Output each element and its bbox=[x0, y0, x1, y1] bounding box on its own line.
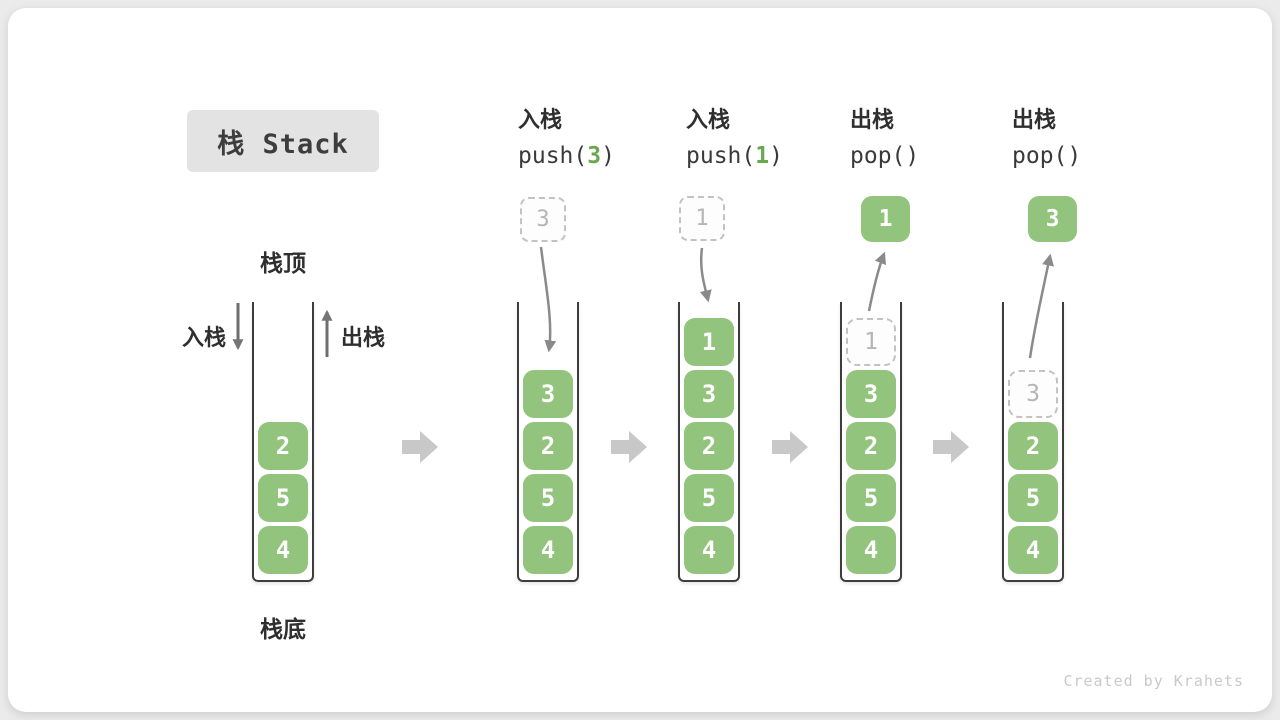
watermark-credit: Created by Krahets bbox=[1063, 672, 1244, 690]
stack-element: 4 bbox=[684, 526, 734, 574]
op-arg: 1 bbox=[755, 143, 770, 169]
stack-element: 4 bbox=[523, 526, 573, 574]
op-label: 出栈 bbox=[1012, 108, 1057, 133]
stack-element: 2 bbox=[523, 422, 573, 470]
stack-element: 5 bbox=[684, 474, 734, 522]
incoming-value-box: 1 bbox=[679, 196, 725, 241]
stack-element: 3 bbox=[523, 370, 573, 418]
step-header-pop-3: 出栈 pop() bbox=[1012, 106, 1162, 171]
op-code: pop() bbox=[850, 143, 920, 169]
stack-element: 5 bbox=[523, 474, 573, 522]
title-badge: 栈 Stack bbox=[187, 110, 379, 172]
stack-element: 4 bbox=[1008, 526, 1058, 574]
stack-top-label: 栈顶 bbox=[260, 251, 306, 277]
stack-container-push-3 bbox=[517, 302, 579, 582]
stack-element: 5 bbox=[1008, 474, 1058, 522]
op-arg: 3 bbox=[587, 143, 602, 169]
stack-element: 2 bbox=[1008, 422, 1058, 470]
step-header-pop-1: 出栈 pop() bbox=[850, 106, 1000, 171]
op-label: 入栈 bbox=[686, 108, 731, 133]
stack-container-pop-1 bbox=[840, 302, 902, 582]
stack-container-push-1 bbox=[678, 302, 740, 582]
stack-element: 5 bbox=[846, 474, 896, 522]
stack-element: 3 bbox=[846, 370, 896, 418]
stack-element: 5 bbox=[258, 474, 308, 522]
stack-element: 3 bbox=[684, 370, 734, 418]
op-code: pop() bbox=[1012, 143, 1082, 169]
popped-value-box: 1 bbox=[861, 196, 910, 242]
stack-element: 1 bbox=[684, 318, 734, 366]
stack-bottom-label: 栈底 bbox=[260, 617, 306, 643]
stack-element: 4 bbox=[258, 526, 308, 574]
stack-element: 4 bbox=[846, 526, 896, 574]
op-code: push(3) bbox=[518, 143, 615, 169]
stack-element: 2 bbox=[846, 422, 896, 470]
stack-element: 2 bbox=[684, 422, 734, 470]
step-header-push-3: 入栈 push(3) bbox=[518, 106, 668, 171]
ghost-element: 1 bbox=[846, 318, 896, 366]
stack-container-initial bbox=[252, 302, 314, 582]
push-side-label: 入栈 bbox=[181, 326, 226, 351]
incoming-value-box: 3 bbox=[520, 197, 566, 242]
pop-side-label: 出栈 bbox=[341, 326, 386, 351]
op-code: push(1) bbox=[686, 143, 783, 169]
step-header-push-1: 入栈 push(1) bbox=[686, 106, 836, 171]
op-label: 入栈 bbox=[518, 108, 563, 133]
popped-value-box: 3 bbox=[1028, 196, 1077, 242]
stack-container-pop-3 bbox=[1002, 302, 1064, 582]
stack-element: 2 bbox=[258, 422, 308, 470]
op-label: 出栈 bbox=[850, 108, 895, 133]
ghost-element: 3 bbox=[1008, 370, 1058, 418]
page-title: 栈 Stack bbox=[217, 128, 349, 160]
